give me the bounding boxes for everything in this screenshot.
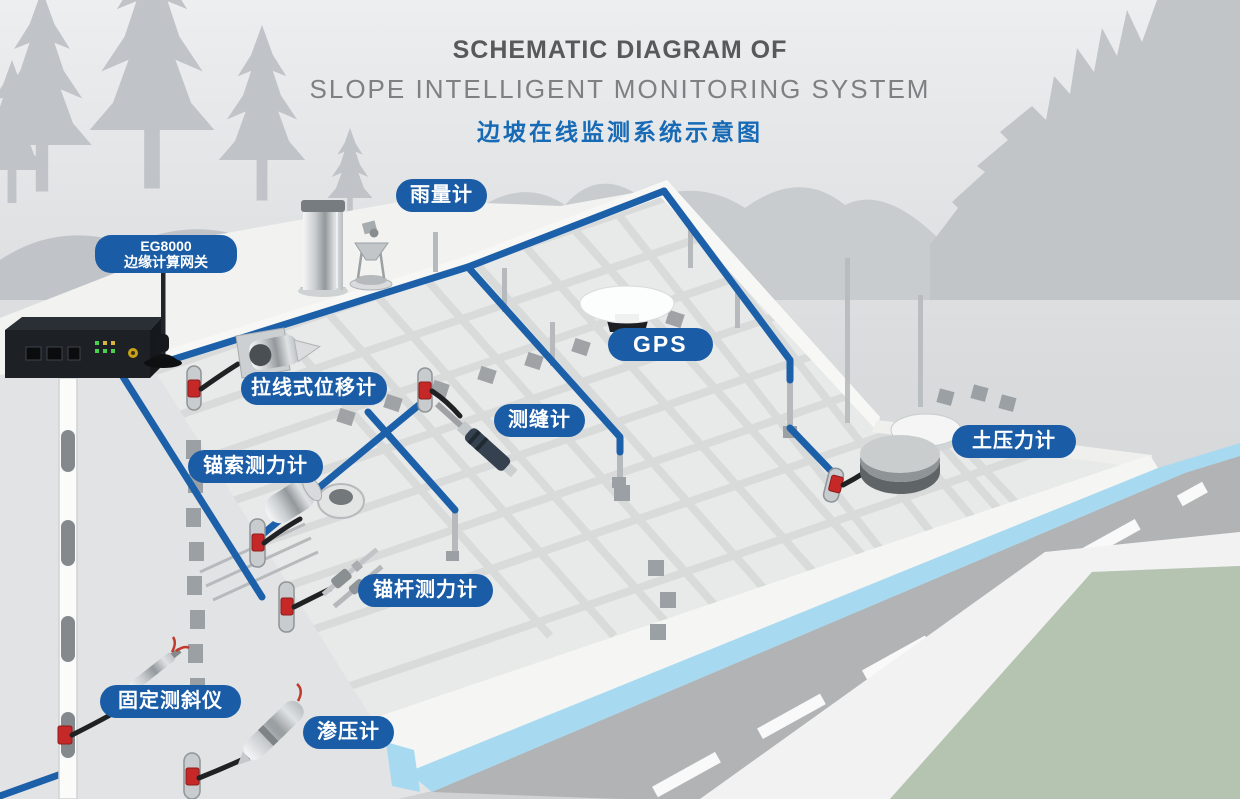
label-rain-gauge: 雨量计 — [396, 179, 487, 212]
label-piezometer: 渗压计 — [303, 716, 394, 749]
label-gps: GPS — [608, 328, 713, 361]
anchor-head-column — [186, 384, 1017, 697]
tipping-bucket-device — [349, 220, 393, 291]
right-ridge — [656, 180, 880, 431]
water-channel — [408, 443, 1240, 792]
cable-posts — [433, 228, 923, 556]
gps-antenna-device — [579, 285, 675, 332]
pull-wire-displacement-device — [235, 327, 321, 379]
label-gateway-model: EG8000 — [140, 238, 192, 254]
cable-right-descent — [660, 187, 794, 384]
grass-area — [890, 566, 1240, 799]
label-anchor-rod-dynamometer: 锚杆测力计 — [358, 574, 493, 607]
forest-silhouette-right — [930, 0, 1240, 300]
inclinometer-borehole — [58, 377, 78, 799]
label-earth-pressure: 土压力计 — [952, 425, 1076, 458]
road — [432, 456, 1240, 799]
label-edge-gateway: EG8000 边缘计算网关 — [95, 235, 237, 273]
cable-gateway-descent — [116, 368, 266, 601]
fixed-inclinometer-device — [128, 636, 190, 691]
sensor-nodes — [57, 379, 844, 786]
label-anchor-cable-dynamometer: 锚索测力计 — [188, 450, 323, 483]
label-fixed-inclinometer: 固定测斜仪 — [100, 685, 241, 718]
water-channel-turn — [386, 742, 420, 792]
rain-gauge-device — [298, 200, 348, 297]
gateway-antenna — [144, 264, 182, 368]
label-gateway-name: 边缘计算网关 — [124, 254, 208, 270]
cable-lower-berm — [364, 408, 459, 514]
label-pull-wire-displacement: 拉线式位移计 — [241, 372, 387, 405]
cable-mid-descent — [464, 263, 624, 456]
piezometer-device — [237, 683, 304, 766]
toe-wall — [380, 455, 1158, 772]
cable-bottom-left — [0, 769, 68, 799]
cable-earth-pressure-link — [786, 424, 838, 478]
earth-pressure-device — [860, 413, 962, 494]
label-crack-meter: 测缝计 — [494, 404, 585, 437]
crest-ridge — [150, 180, 672, 367]
edge-gateway-device — [5, 317, 162, 378]
crack-meter-device — [434, 401, 518, 478]
road-centerline — [652, 481, 1208, 798]
road-shoulder — [700, 532, 1240, 799]
